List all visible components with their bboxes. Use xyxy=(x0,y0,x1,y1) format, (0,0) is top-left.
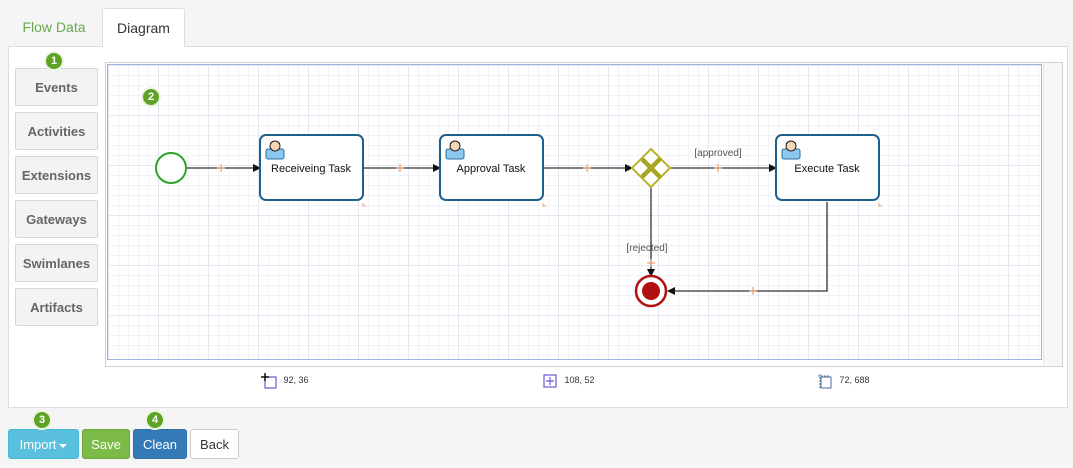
flow-label-approved: [approved] xyxy=(694,148,741,159)
task-execute[interactable]: Execute Task xyxy=(775,134,882,207)
canvas-container: Receiveing Task Approval Task xyxy=(105,62,1063,367)
flow-execute-to-end[interactable] xyxy=(667,202,828,295)
save-button[interactable]: Save xyxy=(82,429,130,459)
task-approval-label: Approval Task xyxy=(457,163,526,175)
canvas-size-value: 72, 688 xyxy=(839,375,870,385)
user-task-icon xyxy=(781,140,801,160)
tab-bar: Flow Data Diagram xyxy=(0,0,1073,47)
palette-gateways[interactable]: Gateways xyxy=(15,200,98,238)
canvas-size-icon xyxy=(818,373,832,389)
palette-extensions[interactable]: Extensions xyxy=(15,156,98,194)
tab-flow-data[interactable]: Flow Data xyxy=(22,19,86,35)
badge-4: 4 xyxy=(145,410,165,430)
position-value: 92, 36 xyxy=(283,375,309,385)
task-execute-label: Execute Task xyxy=(794,163,860,175)
back-button[interactable]: Back xyxy=(190,429,239,459)
size-readout: 108, 52 xyxy=(542,372,595,388)
exclusive-gateway-icon xyxy=(640,157,662,179)
palette-events[interactable]: Events xyxy=(15,68,98,106)
palette-activities[interactable]: Activities xyxy=(15,112,98,150)
palette-artifacts[interactable]: Artifacts xyxy=(15,288,98,326)
clean-button[interactable]: Clean xyxy=(133,429,187,459)
size-icon xyxy=(543,374,557,388)
import-button-label: Import xyxy=(19,437,57,452)
import-button[interactable]: Import xyxy=(8,429,79,459)
flow-label-rejected: [rejected] xyxy=(626,243,667,254)
canvas-scrollbar[interactable] xyxy=(1043,63,1062,366)
tab-diagram[interactable]: Diagram xyxy=(102,8,185,47)
badge-1: 1 xyxy=(44,51,64,71)
flow-handles xyxy=(217,164,757,295)
caret-down-icon xyxy=(59,443,68,448)
badge-2: 2 xyxy=(141,87,161,107)
palette-swimlanes[interactable]: Swimlanes xyxy=(15,244,98,282)
task-approval[interactable]: Approval Task xyxy=(439,134,546,207)
diagram-canvas[interactable]: Receiveing Task Approval Task xyxy=(107,64,1042,360)
position-icon xyxy=(261,372,277,389)
canvas-size-readout: 72, 688 xyxy=(817,372,870,389)
task-receiving[interactable]: Receiveing Task xyxy=(259,134,366,207)
bpmn-diagram: Receiveing Task Approval Task xyxy=(155,134,882,308)
badge-3: 3 xyxy=(32,410,52,430)
task-receiving-label: Receiveing Task xyxy=(271,163,351,175)
exclusive-gateway[interactable] xyxy=(630,147,672,189)
size-value: 108, 52 xyxy=(564,375,595,385)
diagram-panel: Events Activities Extensions Gateways Sw… xyxy=(8,46,1068,408)
position-readout: 92, 36 xyxy=(261,372,309,389)
start-event[interactable] xyxy=(155,152,187,184)
end-event[interactable] xyxy=(634,274,668,308)
user-task-icon xyxy=(265,140,285,160)
user-task-icon xyxy=(445,140,465,160)
